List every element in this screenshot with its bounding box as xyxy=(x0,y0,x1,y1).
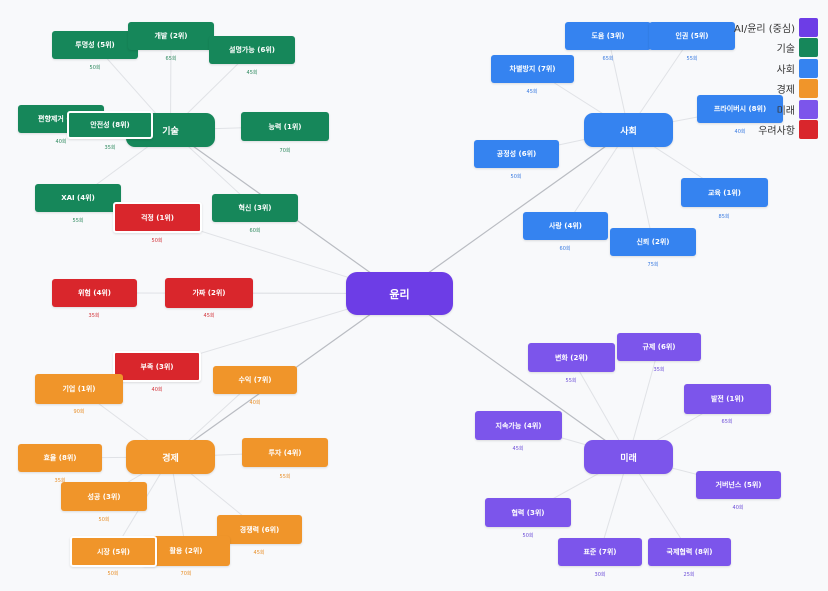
leaf-node[interactable]: 혁신 (3위) xyxy=(212,194,298,222)
legend-swatch xyxy=(799,58,818,78)
leaf-count: 65회 xyxy=(721,419,733,425)
leaf-count: 35회 xyxy=(54,478,66,484)
leaf-node[interactable]: 변화 (2위) xyxy=(528,343,615,372)
leaf-count: 45회 xyxy=(512,446,524,452)
legend-label: 사회 xyxy=(776,64,795,76)
leaf-node[interactable]: 교육 (1위) xyxy=(681,178,768,207)
leaf-count: 35회 xyxy=(104,145,116,151)
leaf-count: 35회 xyxy=(88,313,100,319)
leaf-count: 25회 xyxy=(683,572,695,578)
legend-item: AI/윤리 (중심) xyxy=(734,17,818,37)
leaf-node[interactable]: 사랑 (4위) xyxy=(523,212,608,240)
leaf-count: 60회 xyxy=(559,246,571,252)
legend-swatch xyxy=(799,120,818,139)
leaf-count: 65회 xyxy=(165,56,177,62)
leaf-node[interactable]: 표준 (7위) xyxy=(558,538,642,566)
leaf-count: 90회 xyxy=(73,409,85,415)
leaf-node[interactable]: 설명가능 (6위) xyxy=(209,36,295,64)
leaf-node[interactable]: 부족 (3위) xyxy=(113,351,201,382)
leaf-count: 55회 xyxy=(686,56,698,62)
leaf-count: 55회 xyxy=(565,378,577,384)
leaf-count: 70회 xyxy=(279,148,291,154)
leaf-count: 50회 xyxy=(107,571,119,577)
edge xyxy=(628,346,660,458)
leaf-node[interactable]: 공정성 (6위) xyxy=(474,140,559,168)
leaf-node[interactable]: XAI (4위) xyxy=(35,184,121,212)
leaf-count: 45회 xyxy=(253,550,265,556)
leaf-count: 45회 xyxy=(203,313,215,319)
leaf-node[interactable]: 걱정 (1위) xyxy=(113,202,202,233)
leaf-count: 40회 xyxy=(734,129,746,135)
legend: AI/윤리 (중심) 기술 사회 경제 미래 우려사항 xyxy=(734,17,818,140)
leaf-count: 40회 xyxy=(55,139,67,145)
legend-item: 우려사항 xyxy=(734,120,818,140)
leaf-node[interactable]: 능력 (1위) xyxy=(241,112,329,141)
leaf-node[interactable]: 국제협력 (8위) xyxy=(648,538,731,566)
leaf-count: 50회 xyxy=(151,238,163,244)
leaf-node[interactable]: 기업 (1위) xyxy=(35,374,123,404)
leaf-count: 55회 xyxy=(72,218,84,224)
edge xyxy=(399,293,629,458)
leaf-node[interactable]: 효율 (8위) xyxy=(18,444,102,472)
legend-swatch xyxy=(799,79,818,98)
legend-label: AI/윤리 (중심) xyxy=(734,23,795,35)
hub-node-future[interactable]: 미래 xyxy=(584,440,673,474)
leaf-count: 50회 xyxy=(510,174,522,180)
leaf-node[interactable]: 인권 (5위) xyxy=(649,22,735,50)
leaf-count: 65회 xyxy=(602,56,614,62)
legend-swatch xyxy=(799,38,818,57)
leaf-node[interactable]: 경쟁력 (6위) xyxy=(217,515,302,544)
leaf-count: 40회 xyxy=(732,505,744,511)
leaf-node[interactable]: 지속가능 (4위) xyxy=(475,411,562,440)
leaf-node[interactable]: 시장 (5위) xyxy=(70,536,157,567)
leaf-count: 40회 xyxy=(151,387,163,393)
leaf-node[interactable]: 성공 (3위) xyxy=(61,482,147,511)
leaf-node[interactable]: 차별방지 (7위) xyxy=(491,55,574,83)
hub-node-econ[interactable]: 경제 xyxy=(126,440,215,474)
leaf-node[interactable]: 투명성 (5위) xyxy=(52,31,138,59)
center-node[interactable]: 윤리 xyxy=(346,272,453,315)
leaf-count: 50회 xyxy=(522,533,534,539)
leaf-count: 50회 xyxy=(98,517,110,523)
leaf-count: 75회 xyxy=(647,262,659,268)
edge xyxy=(628,129,654,243)
leaf-node[interactable]: 협력 (3위) xyxy=(485,498,571,527)
leaf-node[interactable]: 안전성 (8위) xyxy=(67,111,153,139)
legend-swatch xyxy=(799,99,818,119)
leaf-node[interactable]: 개발 (2위) xyxy=(128,22,214,50)
legend-item: 경제 xyxy=(734,79,818,99)
leaf-node[interactable]: 거버넌스 (5위) xyxy=(696,471,781,499)
legend-swatch xyxy=(799,17,818,37)
legend-label: 기술 xyxy=(776,44,795,55)
leaf-count: 55회 xyxy=(279,474,291,480)
leaf-node[interactable]: 투자 (4위) xyxy=(242,438,328,467)
legend-item: 미래 xyxy=(734,99,818,119)
leaf-node[interactable]: 발전 (1위) xyxy=(684,384,771,414)
legend-item: 기술 xyxy=(734,38,818,58)
leaf-node[interactable]: 규제 (6위) xyxy=(617,333,701,361)
leaf-count: 45회 xyxy=(246,70,258,76)
leaf-count: 70회 xyxy=(180,571,192,577)
leaf-count: 50회 xyxy=(89,65,101,71)
legend-item: 사회 xyxy=(734,58,818,78)
legend-label: 우려사항 xyxy=(758,126,795,137)
leaf-node[interactable]: 프라이버시 (8위) xyxy=(697,95,783,123)
leaf-node[interactable]: 수익 (7위) xyxy=(213,366,297,394)
legend-label: 미래 xyxy=(776,105,795,117)
leaf-node[interactable]: 도움 (3위) xyxy=(565,22,651,50)
leaf-count: 40회 xyxy=(249,400,261,406)
legend-label: 경제 xyxy=(776,85,795,96)
leaf-count: 85회 xyxy=(718,214,730,220)
leaf-count: 30회 xyxy=(594,572,606,578)
leaf-count: 60회 xyxy=(249,228,261,234)
leaf-node[interactable]: 가짜 (2위) xyxy=(165,278,253,308)
leaf-count: 45회 xyxy=(526,89,538,95)
leaf-count: 35회 xyxy=(653,367,665,373)
edge xyxy=(399,129,629,294)
hub-node-social[interactable]: 사회 xyxy=(584,113,673,147)
leaf-node[interactable]: 신뢰 (2위) xyxy=(610,228,696,256)
leaf-node[interactable]: 위험 (4위) xyxy=(52,279,137,307)
